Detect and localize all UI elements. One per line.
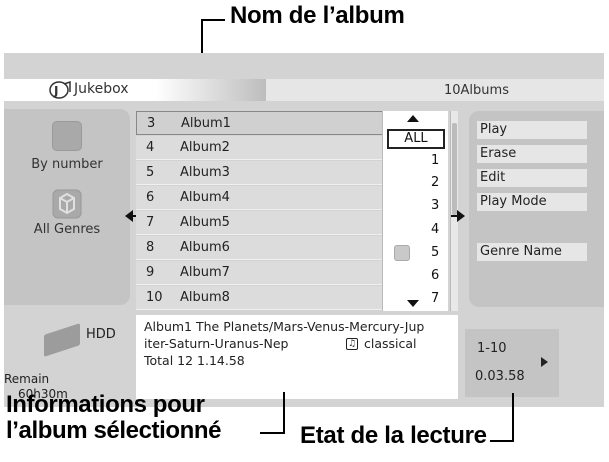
left-filter-panel: By number All Genres — [4, 109, 130, 305]
callout-playback-state: Etat de la lecture — [300, 422, 487, 449]
leader-info-h — [260, 432, 285, 434]
menu-genre-name[interactable]: Genre Name — [477, 243, 587, 261]
remain-value: 60h30m — [18, 387, 68, 401]
remain-label: Remain — [4, 372, 50, 386]
playback-range: 1-10 — [477, 341, 507, 356]
album-row[interactable]: 6 Album4 — [136, 186, 386, 210]
scroll-up-icon[interactable] — [407, 115, 419, 122]
number-item[interactable]: 3 — [431, 198, 440, 213]
number-jump-column: ALL 1 2 3 4 5 6 7 — [382, 111, 448, 311]
callout-album-info: Informations pour l’album sélectionné — [6, 391, 222, 444]
all-genres-label[interactable]: All Genres — [33, 222, 101, 237]
number-item[interactable]: 2 — [431, 175, 440, 190]
menu-play-mode[interactable]: Play Mode — [477, 193, 587, 211]
album-info-box: Album1 The Planets/Mars-Venus-Mercury-Ju… — [136, 315, 458, 399]
number-item[interactable]: 7 — [431, 291, 440, 306]
menu-play[interactable]: Play — [477, 121, 587, 139]
storage-area: HDD Remain 60h30m — [4, 315, 130, 407]
by-number-icon[interactable] — [52, 121, 82, 151]
music-note-icon: ♫ — [346, 338, 358, 350]
right-arrow-icon — [457, 210, 465, 222]
playback-time: 0.03.58 — [475, 369, 525, 384]
all-genres-icon[interactable] — [52, 189, 82, 219]
jukebox-screen: J Jukebox 10Albums By number All Genres … — [4, 53, 604, 407]
album-row[interactable]: 8 Album6 — [136, 236, 386, 260]
number-item[interactable]: 5 — [431, 245, 440, 260]
action-menu-panel: Play Erase Edit Play Mode Genre Name — [469, 111, 604, 307]
leader-state-h — [490, 440, 514, 442]
album-row[interactable]: 7 Album5 — [136, 211, 386, 235]
screen-title: Jukebox — [74, 81, 129, 97]
left-arrow-icon — [125, 210, 133, 222]
album-row[interactable]: 10 Album8 — [136, 286, 386, 310]
info-line-3: Total 12 1.14.58 — [144, 353, 245, 368]
all-option[interactable]: ALL — [387, 129, 445, 149]
leader-info-v — [283, 392, 285, 434]
album-row[interactable]: 3 Album1 — [136, 111, 386, 135]
scrollbar-thumb[interactable] — [452, 123, 457, 215]
svg-text:J: J — [53, 84, 58, 98]
number-item[interactable]: 6 — [431, 268, 440, 283]
leader-state-v — [512, 393, 514, 442]
callout-album-name: Nom de l’album — [230, 2, 405, 29]
info-line-2: iter-Saturn-Uranus-Nep — [144, 336, 289, 351]
disc-icon — [394, 245, 410, 261]
number-item[interactable]: 1 — [431, 153, 440, 168]
album-row[interactable]: 4 Album2 — [136, 136, 386, 160]
album-row[interactable]: 5 Album3 — [136, 161, 386, 185]
album-row[interactable]: 9 Album7 — [136, 261, 386, 285]
album-list: 3 Album1 4 Album2 5 Album3 6 Album4 7 Al… — [136, 111, 451, 311]
genre-label: classical — [364, 336, 417, 351]
play-icon — [541, 357, 548, 367]
list-scrollbar[interactable] — [450, 111, 458, 311]
leader-album-name-h — [201, 19, 225, 21]
hdd-label: HDD — [86, 327, 116, 342]
number-item[interactable]: 4 — [431, 222, 440, 237]
menu-erase[interactable]: Erase — [477, 145, 587, 163]
hdd-icon — [44, 323, 80, 357]
title-bar: J Jukebox 10Albums — [4, 79, 604, 101]
jukebox-icon: J — [49, 80, 71, 99]
scroll-down-icon[interactable] — [407, 300, 419, 307]
by-number-label[interactable]: By number — [31, 157, 103, 172]
album-count: 10Albums — [444, 83, 509, 98]
playback-status-box: 1-10 0.03.58 — [465, 329, 559, 397]
info-line-1: Album1 The Planets/Mars-Venus-Mercury-Ju… — [144, 319, 425, 334]
menu-edit[interactable]: Edit — [477, 169, 587, 187]
